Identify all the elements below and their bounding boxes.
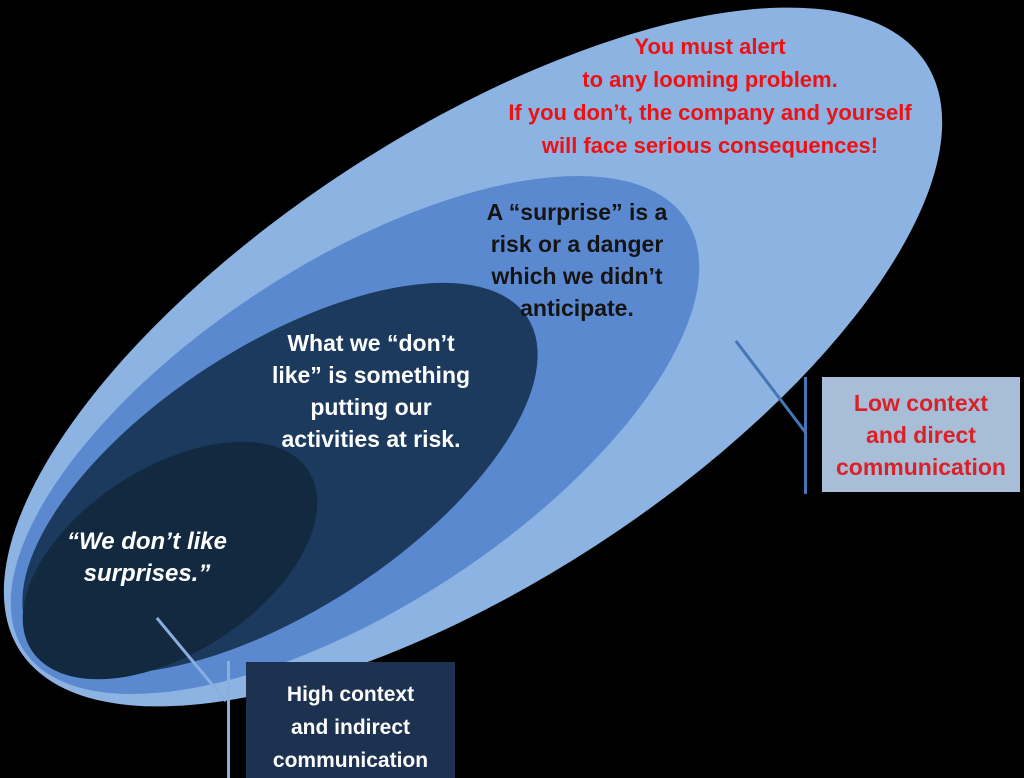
- label-outer-alert: You must alert to any looming problem. I…: [508, 34, 912, 158]
- callout-low-context: Low context and direct communication: [822, 377, 1020, 492]
- label-surprise-definition: A “surprise” is a risk or a danger which…: [486, 199, 668, 321]
- label-we-dont-like-quote: “We don’t like surprises.”: [66, 528, 227, 587]
- connector-line-low-context-vertical: [804, 377, 807, 494]
- callout-high-context: High context and indirect communication: [246, 662, 455, 778]
- connector-line-high-context-vertical: [227, 661, 230, 778]
- label-dont-like: What we “don’t like” is something puttin…: [271, 330, 471, 452]
